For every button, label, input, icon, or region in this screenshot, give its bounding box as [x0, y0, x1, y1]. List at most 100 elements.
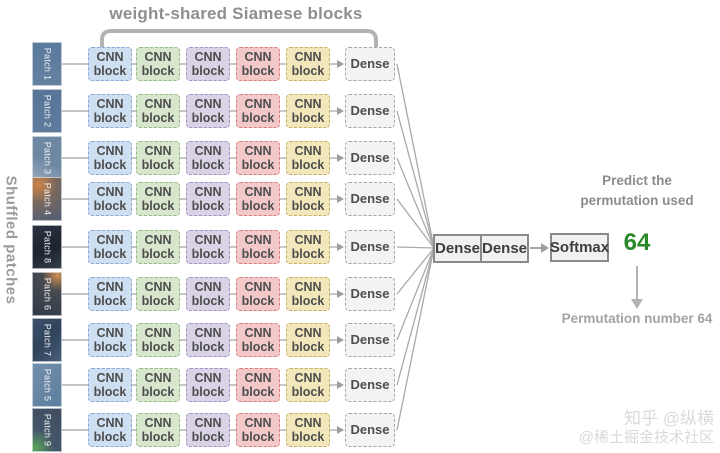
row-dense-block: Dense: [345, 323, 395, 357]
cnn-block: CNN block: [236, 368, 280, 402]
watermark-line2: @稀土掘金技术社区: [578, 429, 714, 447]
row-dense-block: Dense: [345, 182, 395, 216]
cnn-block: CNN block: [136, 94, 180, 128]
patch-label: Patch 6: [42, 277, 52, 311]
patch-label: Patch 5: [42, 368, 52, 402]
arrowhead-icon: [337, 60, 344, 68]
patch-tile: Patch 5: [32, 363, 62, 407]
predict-annotation: Predict the permutation used: [552, 171, 720, 211]
connector-line: [396, 63, 435, 249]
cnn-block: CNN block: [236, 230, 280, 264]
cnn-block: CNN block: [88, 230, 132, 264]
cnn-block: CNN block: [88, 323, 132, 357]
predicted-permutation-value: 64: [623, 229, 651, 256]
cnn-block: CNN block: [88, 182, 132, 216]
cnn-block: CNN block: [236, 94, 280, 128]
cnn-block: CNN block: [286, 413, 330, 447]
permutation-caption: Permutation number 64: [561, 311, 713, 326]
cnn-block: CNN block: [236, 323, 280, 357]
arrowhead-icon: [337, 290, 344, 298]
cnn-block: CNN block: [186, 323, 230, 357]
patch-label: Patch 1: [42, 47, 52, 81]
cnn-block: CNN block: [136, 182, 180, 216]
cnn-block: CNN block: [186, 368, 230, 402]
watermark: 知乎 @纵横 @稀土掘金技术社区: [579, 408, 714, 448]
cnn-block: CNN block: [286, 182, 330, 216]
row-dense-block: Dense: [345, 230, 395, 264]
connector-line: [396, 247, 435, 341]
cnn-block: CNN block: [88, 94, 132, 128]
cnn-block: CNN block: [286, 47, 330, 81]
patch-label: Patch 4: [42, 182, 52, 216]
cnn-block: CNN block: [236, 47, 280, 81]
weight-shared-brace: [100, 29, 378, 48]
patch-tile: Patch 3: [32, 136, 62, 180]
patch-tile: Patch 6: [32, 272, 62, 316]
cnn-block: CNN block: [286, 141, 330, 175]
cnn-block: CNN block: [186, 182, 230, 216]
cnn-block: CNN block: [286, 230, 330, 264]
cnn-block: CNN block: [136, 323, 180, 357]
patch-tile: Patch 4: [32, 177, 62, 221]
connector-line: [396, 110, 435, 249]
arrowhead-icon: [337, 243, 344, 251]
patch-tile: Patch 2: [32, 89, 62, 133]
patch-label: Patch 2: [42, 94, 52, 128]
cnn-block: CNN block: [88, 368, 132, 402]
connector-line: [396, 198, 435, 249]
cnn-block: CNN block: [136, 141, 180, 175]
row-dense-block: Dense: [345, 368, 395, 402]
cnn-block: CNN block: [136, 413, 180, 447]
arrowhead-icon: [337, 154, 344, 162]
cnn-block: CNN block: [186, 230, 230, 264]
cnn-block: CNN block: [136, 47, 180, 81]
arrowhead-icon: [541, 243, 549, 253]
patch-label: Patch 8: [42, 230, 52, 264]
watermark-line1: 知乎 @纵横: [624, 409, 714, 428]
predict-annotation-line2: permutation used: [580, 193, 694, 208]
patch-label: Patch 3: [42, 141, 52, 175]
arrowhead-icon: [337, 336, 344, 344]
cnn-block: CNN block: [136, 368, 180, 402]
central-dense-2: Dense: [480, 234, 529, 263]
predict-annotation-line1: Predict the: [602, 173, 672, 188]
row-dense-block: Dense: [345, 47, 395, 81]
cnn-block: CNN block: [286, 277, 330, 311]
cnn-block: CNN block: [286, 323, 330, 357]
cnn-block: CNN block: [136, 230, 180, 264]
cnn-block: CNN block: [186, 277, 230, 311]
softmax-block: Softmax: [550, 233, 609, 262]
row-dense-block: Dense: [345, 94, 395, 128]
central-dense-1: Dense: [433, 234, 482, 263]
row-dense-block: Dense: [345, 141, 395, 175]
cnn-block: CNN block: [236, 141, 280, 175]
row-dense-block: Dense: [345, 277, 395, 311]
connector-line: [396, 246, 435, 249]
diagram-title: weight-shared Siamese blocks: [109, 4, 363, 23]
cnn-block: CNN block: [186, 413, 230, 447]
shuffled-patches-label: Shuffled patches: [2, 175, 20, 305]
cnn-block: CNN block: [88, 413, 132, 447]
cnn-block: CNN block: [236, 277, 280, 311]
cnn-block: CNN block: [236, 413, 280, 447]
connector-line: [396, 247, 435, 295]
patch-label: Patch 9: [42, 413, 52, 447]
row-dense-block: Dense: [345, 413, 395, 447]
connector-line: [396, 157, 435, 249]
cnn-block: CNN block: [186, 47, 230, 81]
arrowhead-icon: [337, 426, 344, 434]
patch-tile: Patch 1: [32, 42, 62, 86]
cnn-block: CNN block: [136, 277, 180, 311]
cnn-block: CNN block: [236, 182, 280, 216]
arrowhead-icon: [337, 195, 344, 203]
cnn-block: CNN block: [88, 47, 132, 81]
cnn-block: CNN block: [286, 368, 330, 402]
connector-line: [396, 247, 435, 431]
cnn-block: CNN block: [88, 141, 132, 175]
connector-line: [396, 247, 435, 386]
cnn-block: CNN block: [88, 277, 132, 311]
cnn-block: CNN block: [186, 94, 230, 128]
patch-tile: Patch 8: [32, 225, 62, 269]
arrowhead-icon: [337, 107, 344, 115]
arrowhead-icon: [337, 381, 344, 389]
